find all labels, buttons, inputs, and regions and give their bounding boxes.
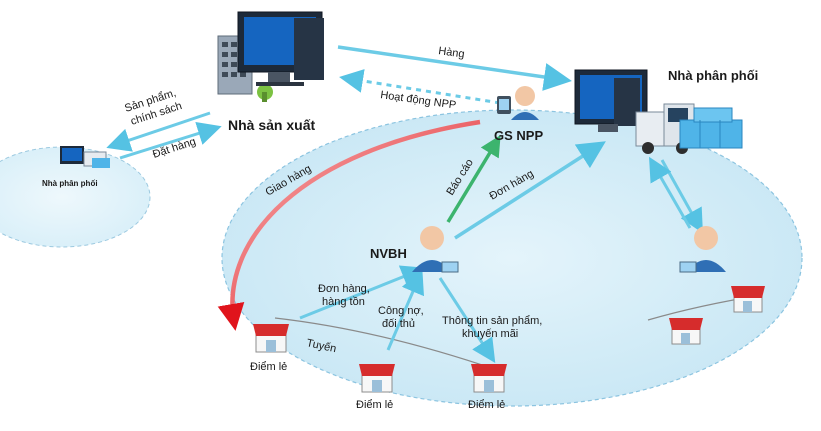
salesman-person-icon [412,226,459,273]
small-distributor-icon [60,146,110,168]
manufacturer-computer-icon [237,11,324,86]
product-info-arrow [438,277,496,364]
shop-icon-mid [359,364,395,393]
order-stock-label-line1: Đơn hàng, [318,283,370,295]
shop-icon-left [253,324,289,353]
distributor-computer-icon [574,69,648,132]
manufacturer-label: Nhà sản xuất [228,117,315,133]
order-to-maker-arrow [119,121,222,160]
salesman-label: NVBH [370,246,407,261]
npp-activity-label: Hoạt động NPP [380,89,457,112]
delivery-arrow [217,119,481,331]
debt-label-line2: đối thủ [382,318,415,330]
npp-activity-arrow [339,69,501,105]
products-policy-arrow [106,111,211,152]
shop-icon-far-right-2 [731,286,765,313]
route-arc-left [274,317,498,371]
goods-boxes-icon [679,107,743,149]
order-stock-label-line2: hàng tồn [322,296,365,308]
debt-label-line1: Công nợ, [378,305,424,317]
debt-competitor-arrow [386,269,424,351]
supervisor-label: GS NPP [494,128,543,143]
retail-label-1: Điểm lẻ [250,361,287,373]
retail-label-2: Điểm lẻ [356,399,393,411]
report-arrow [446,135,501,223]
order-arrow [454,141,606,240]
shop-icon-far-right-1 [669,318,703,345]
small-distributor-label: Nhà phân phối [42,179,98,188]
goods-arrow [337,45,572,91]
order-stock-arrow [299,265,426,320]
distributor-region [221,109,803,407]
supervisor-person-icon [497,86,539,120]
order-to-maker-label: Đặt hàng [151,136,197,161]
distributor-label: Nhà phân phối [668,68,758,83]
info-label-line1: Thông tin sản phẩm, [442,315,542,327]
distributor-to-staff-arrow-2 [649,156,692,229]
delivery-truck-icon [635,103,695,154]
shop-icon-right [471,364,507,393]
info-label-line2: khuyến mãi [462,328,518,340]
retail-label-3: Điểm lẻ [468,399,505,411]
goods-label: Hàng [438,45,466,61]
staff-person-icon [679,226,726,273]
